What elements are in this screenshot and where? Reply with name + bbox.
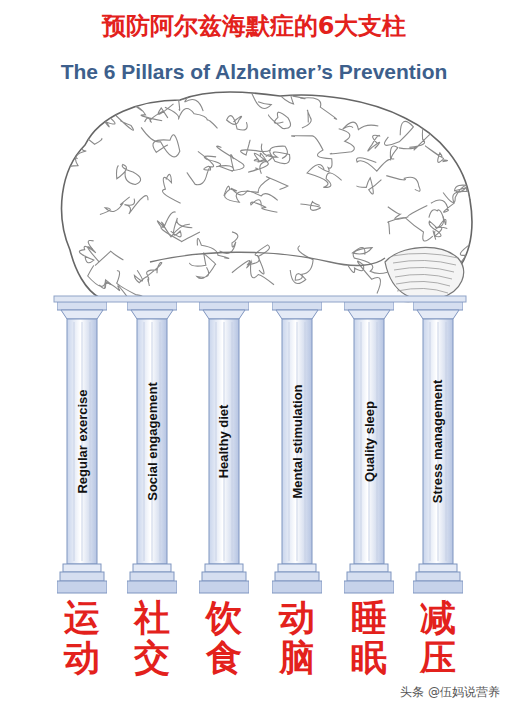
brain-fold (145, 104, 174, 122)
brain-fold (388, 206, 428, 220)
temporal-fold (150, 252, 385, 265)
pillar: Social engagement社交 (127, 302, 177, 594)
pillar-label: Social engagement (145, 382, 160, 500)
pillar-label: Stress management (431, 380, 446, 504)
brain-fold (307, 165, 342, 188)
cerebellum-fold (393, 260, 456, 265)
brain-fold (425, 146, 447, 162)
brain-fold (189, 253, 215, 279)
cerebellum-fold (397, 288, 448, 293)
pillar: Mental stimulation动脑 (272, 302, 322, 594)
pillar-label: Regular exercise (75, 389, 90, 493)
brain-fold (171, 218, 193, 237)
brain-fold (57, 138, 86, 167)
pillar-caption: 饮食 (206, 598, 242, 677)
pillar-caption: 运动 (64, 598, 100, 677)
brain-fold (290, 246, 313, 284)
brain-fold (245, 83, 271, 108)
brain-fold (197, 238, 229, 258)
brain-fold (88, 266, 112, 289)
brain-fold (100, 197, 130, 215)
brain-fold (386, 176, 420, 192)
brain-fold (388, 218, 433, 241)
brain-fold (141, 127, 180, 156)
brain-fold (248, 153, 268, 172)
pillar-caption: 减压 (420, 598, 456, 677)
pillar: Regular exercise运动 (57, 302, 107, 594)
cerebellum-fold (396, 281, 450, 286)
brain-fold (292, 136, 332, 172)
brain-fold (165, 107, 218, 128)
brain-fold (300, 201, 320, 210)
brain-fold (443, 179, 473, 202)
brain-fold (241, 140, 271, 155)
brain-fold (147, 262, 162, 275)
brain-fold (357, 178, 382, 194)
cerebellum-fold (395, 274, 452, 279)
cerebellum-fold (394, 267, 454, 272)
brain-fold (429, 210, 446, 240)
pillar-caption: 社交 (134, 598, 170, 677)
brain-fold (357, 146, 398, 171)
pillar-label: Healthy diet (217, 405, 232, 479)
brain-fold (134, 270, 149, 286)
brain-fold (384, 121, 413, 145)
pillar-label: Mental stimulation (290, 384, 305, 498)
pillar-label: Quality sleep (362, 401, 377, 482)
title: 预防阿尔兹海默症的6大支柱 (0, 10, 508, 42)
brain-fold (278, 93, 336, 120)
ledge (54, 296, 466, 302)
brain-fold (146, 86, 180, 110)
brain-fold (79, 240, 95, 262)
pillar: Quality sleep睡眠 (344, 302, 394, 594)
brain-fold (68, 107, 90, 125)
brain-fold (162, 174, 180, 203)
brain-fold (116, 101, 133, 130)
pillar-caption: 动脑 (279, 598, 315, 677)
brain-fold (93, 107, 115, 127)
brain-fold (88, 247, 124, 265)
brain-fold (227, 116, 248, 130)
cerebellum (385, 247, 464, 299)
brain-fold (302, 110, 311, 128)
brain-fold (204, 155, 233, 171)
brain-fold (431, 186, 471, 212)
brain-fold (224, 186, 278, 200)
brain-fold (398, 102, 432, 122)
brain-fold (330, 129, 354, 154)
pillar: Stress management减压 (413, 302, 463, 594)
pillar-caption: 睡眠 (351, 598, 387, 677)
brain-fold (368, 135, 380, 151)
brain-fold (251, 200, 278, 213)
brain-fold (128, 101, 162, 121)
brain-fold (220, 232, 238, 254)
brain-fold (429, 216, 447, 236)
brain-fold (247, 261, 274, 285)
cerebellum-fold (392, 253, 458, 258)
brain-fold (343, 122, 379, 130)
brain-fold (260, 146, 288, 174)
brain-outline (62, 92, 472, 301)
brain-fold (116, 164, 140, 184)
brain-fold (217, 146, 244, 171)
pillar: Healthy diet饮食 (199, 302, 249, 594)
brain-fold (225, 177, 288, 203)
subtitle: The 6 Pillars of Alzheimer’s Prevention (0, 60, 508, 84)
brain-fold (269, 112, 291, 128)
watermark: 头条 @伍妈说营养 (398, 684, 502, 701)
brain-fold (74, 125, 102, 145)
brain-fold (399, 126, 433, 150)
